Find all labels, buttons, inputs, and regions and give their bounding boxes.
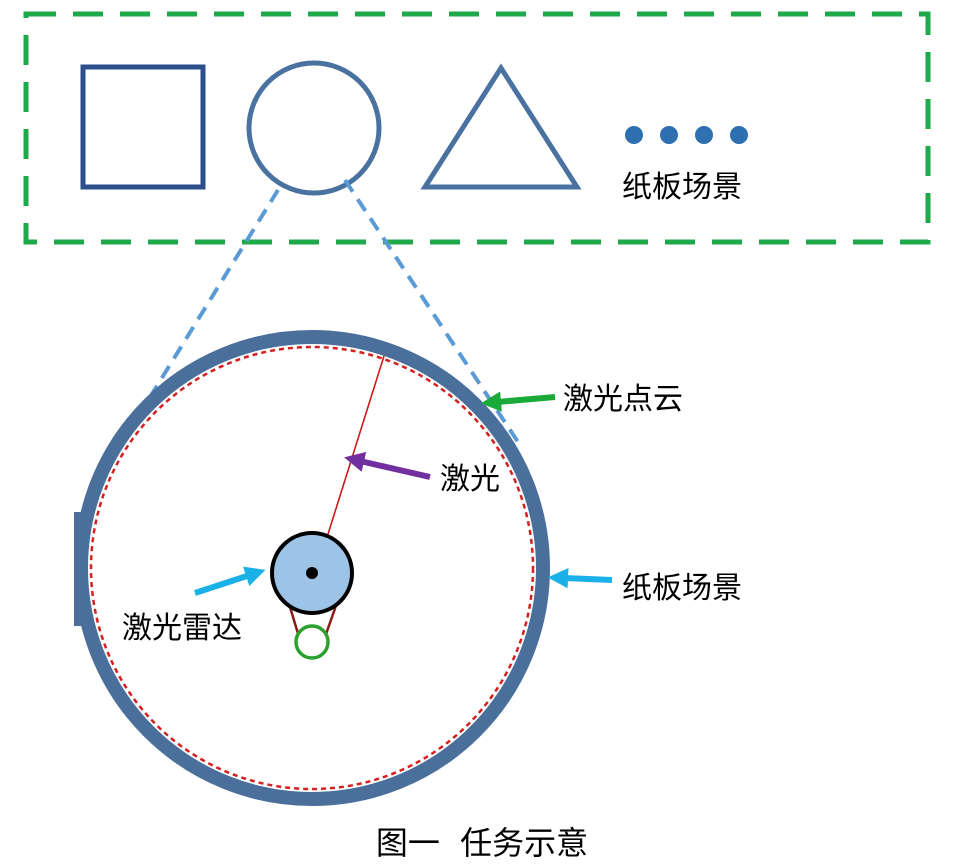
lidar-label: 激光雷达 (122, 611, 242, 646)
laser-label: 激光 (440, 462, 500, 497)
point-cloud-label: 激光点云 (563, 382, 683, 417)
scene-label: 纸板场景 (622, 170, 742, 205)
zoom-line-left (103, 188, 280, 472)
square-shape-icon (80, 64, 206, 190)
laser-arrow (344, 451, 431, 480)
point-cloud (89, 345, 535, 791)
scene-border (23, 11, 931, 245)
wall-gap-piece (74, 512, 84, 626)
circle-shape-icon (246, 60, 382, 196)
ellipsis-dots-icon (625, 126, 748, 144)
lidar-base-icon (294, 624, 330, 660)
triangle-shape-icon (420, 63, 582, 190)
cardboard-arrow (547, 567, 613, 589)
lidar-center-icon (306, 567, 318, 579)
figure-caption: 图一 任务示意 (376, 824, 588, 862)
lidar-device (270, 531, 354, 660)
point-cloud-arrow (480, 391, 556, 412)
lidar-arrow (194, 566, 266, 596)
cardboard-scene-label: 纸板场景 (622, 571, 742, 606)
